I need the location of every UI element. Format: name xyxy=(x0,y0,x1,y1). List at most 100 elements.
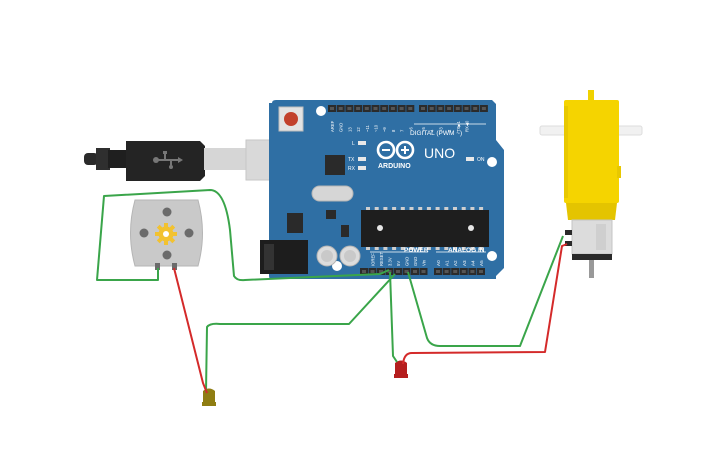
chip-pin xyxy=(374,207,379,210)
chip-pin xyxy=(435,207,440,210)
digital-pin-label: 7 xyxy=(400,129,405,132)
chip-pin xyxy=(426,207,431,210)
gear-motor-can-shade xyxy=(596,224,606,250)
header-pin-hole xyxy=(470,270,475,273)
header-pin-hole xyxy=(413,270,417,273)
crystal-oscillator xyxy=(311,185,354,202)
capacitor-top xyxy=(321,250,333,262)
header-pin-hole xyxy=(347,107,352,110)
power-pin-label: IOREF xyxy=(371,253,376,266)
header-pin-hole xyxy=(379,270,383,273)
digital-pin-label: TX▶1 xyxy=(456,120,461,132)
dc-motor-left[interactable] xyxy=(130,199,203,270)
chip-pin xyxy=(453,247,457,250)
reset-button-cap[interactable] xyxy=(284,112,298,126)
analog-pin-label: A4 xyxy=(470,260,475,266)
header-pin-hole xyxy=(447,107,452,110)
power-pin-label: GND xyxy=(405,257,410,266)
analog-label: ANALOG IN xyxy=(448,247,485,254)
header-pin-hole xyxy=(455,107,460,110)
header-pin-hole xyxy=(390,107,395,110)
header-pin-hole xyxy=(373,107,378,110)
header-pin-hole xyxy=(364,107,369,110)
digital-pin-label: ~6 xyxy=(408,127,413,132)
header-pin-hole xyxy=(473,107,478,110)
atmega-chip-pins xyxy=(366,207,484,250)
red-led-rim xyxy=(394,374,408,378)
header-pin-hole xyxy=(382,107,387,110)
chip-pin xyxy=(426,247,431,250)
digital-label: DIGITAL (PWM ~) xyxy=(410,130,462,137)
header-pin-hole xyxy=(438,107,443,110)
header-pin-hole xyxy=(481,107,486,110)
motor-screw xyxy=(162,207,172,217)
digital-pin-label: 8 xyxy=(391,129,396,132)
chip-pin xyxy=(383,247,388,250)
gear-motor-endcap xyxy=(572,254,612,260)
header-pin-hole xyxy=(330,107,334,110)
mounting-hole xyxy=(487,251,497,261)
tx-led xyxy=(358,157,366,161)
chip-pin xyxy=(400,207,405,210)
green-wire-gear-motor-to-header[interactable] xyxy=(407,235,564,347)
mounting-hole xyxy=(332,261,342,271)
chip-pin xyxy=(461,207,466,210)
chip-pin xyxy=(470,207,475,210)
power-pin-label: RESET xyxy=(379,252,384,266)
gear-motor-tab xyxy=(617,166,621,178)
chip-pin xyxy=(400,247,405,250)
analog-pin-label: A2 xyxy=(453,260,458,266)
voltage-regulator xyxy=(287,213,303,233)
power-header[interactable] xyxy=(360,268,428,275)
rx-led xyxy=(358,166,366,170)
green-wire-red-led-to-gnd[interactable] xyxy=(389,271,398,363)
header-pin-hole xyxy=(464,107,469,110)
motor-terminal xyxy=(172,263,177,270)
digital-pin-label: ~10 xyxy=(374,124,379,132)
header-pin-hole xyxy=(387,270,392,273)
gear-motor-terminal xyxy=(565,241,572,246)
digital-pin-label: AREF xyxy=(330,120,335,132)
digital-pin-label: 13 xyxy=(347,127,352,132)
header-pin-hole xyxy=(421,270,426,273)
gear-motor-gearbox-edge xyxy=(564,106,568,198)
small-chip xyxy=(341,225,349,237)
red-led[interactable] xyxy=(394,360,408,379)
digital-pin-label: ~3 xyxy=(438,127,443,132)
usb-interface-chip xyxy=(325,155,345,175)
motor-screw xyxy=(162,250,172,260)
header-pin-hole xyxy=(461,270,466,273)
wires[interactable] xyxy=(96,189,568,394)
chip-dot xyxy=(468,225,474,231)
gear-motor[interactable] xyxy=(539,90,643,278)
header-pin-hole xyxy=(362,270,366,273)
red-led-body xyxy=(395,360,407,376)
yellow-led[interactable] xyxy=(202,388,216,407)
power-pin-label: Vin xyxy=(422,259,427,266)
digital-header[interactable] xyxy=(328,105,488,112)
gear-motor-mount-pin xyxy=(588,90,594,102)
chip-pin xyxy=(366,247,370,250)
motor-gear-icon xyxy=(155,223,177,245)
motor-terminal xyxy=(155,263,160,270)
chip-pin xyxy=(409,207,414,210)
analog-header[interactable] xyxy=(434,268,485,275)
header-pin-hole xyxy=(444,270,449,273)
analog-pin-label: A1 xyxy=(445,260,450,266)
arduino-infinity-logo xyxy=(376,140,415,160)
red-wire-motor-to-yellow-led[interactable] xyxy=(173,267,208,394)
digital-pin-label: 4 xyxy=(430,129,435,132)
chip-pin xyxy=(453,207,457,210)
green-wire-motor-to-gnd[interactable] xyxy=(96,189,390,282)
red-wire-red-led-to-gear-motor[interactable] xyxy=(402,243,568,365)
usb-cable-boot xyxy=(108,150,128,168)
green-wire-yellow-led-to-header[interactable] xyxy=(205,273,396,393)
small-chip xyxy=(326,210,336,219)
chip-pin xyxy=(444,247,449,250)
header-pin-hole xyxy=(399,107,404,110)
header-pin-hole xyxy=(404,270,409,273)
